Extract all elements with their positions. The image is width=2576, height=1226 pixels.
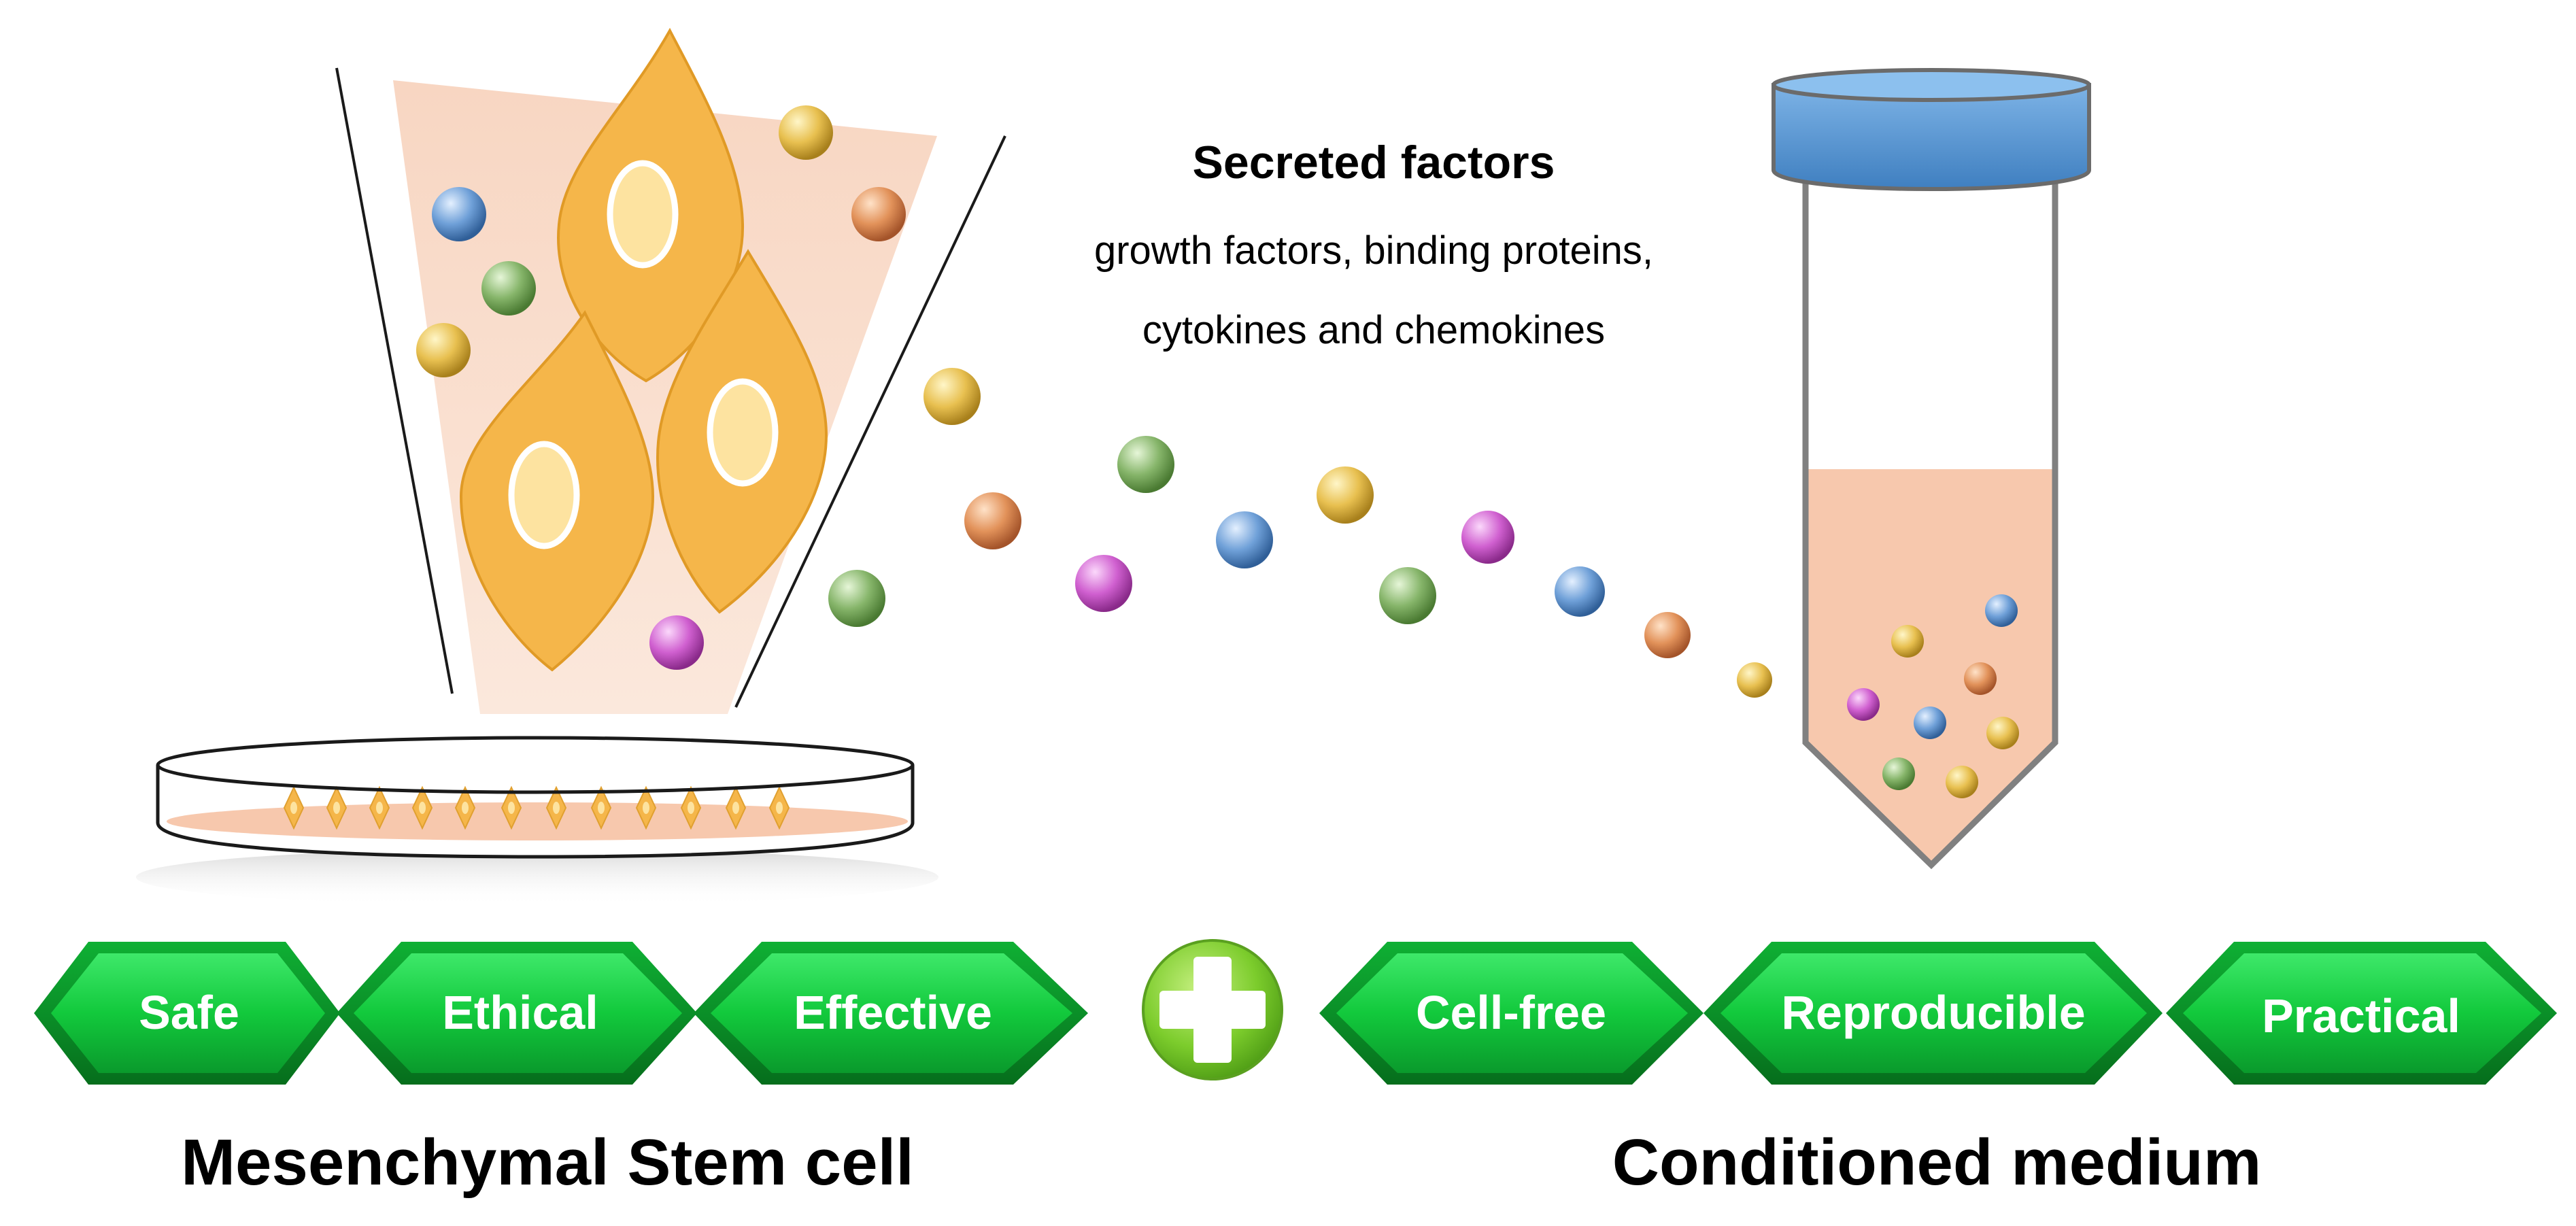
badge-reproducible: Reproducible [1704,942,2163,1085]
factor-particle [1847,688,1880,721]
badge-ethical-label: Ethical [442,986,598,1039]
factor-particle [1555,566,1605,617]
msc-caption: Mesenchymal Stem cell [181,1126,914,1199]
factor-particle [1461,511,1514,564]
dish-medium [167,802,908,840]
factor-particle [1379,567,1436,624]
factor-particle [1964,662,1997,695]
secreted-factors-line2: cytokines and chemokines [1142,308,1605,352]
factor-particle [779,105,833,160]
factor-particle [1986,717,2019,749]
magnify-line-right [734,135,1006,708]
badge-ethical: Ethical [337,942,697,1085]
badge-cell-free-label: Cell-free [1416,986,1606,1039]
factor-particle [1882,757,1915,790]
badge-reproducible-label: Reproducible [1781,986,2085,1039]
badge-practical-label: Practical [2262,989,2460,1042]
factor-particle [1216,511,1273,568]
dish-rim [156,736,915,794]
factor-particle [1946,766,1978,798]
badge-effective: Effective [694,942,1088,1085]
tube-cap [1772,68,2091,192]
factor-particle [923,368,981,425]
stem-cell-left [459,310,655,672]
petri-dish [136,736,938,906]
centrifuge-tube [1772,68,2091,870]
stem-cell-right [656,249,828,614]
factor-particle [964,492,1021,549]
msc-badges: Safe Ethical Effective [34,942,1088,1085]
badge-practical: Practical [2166,942,2557,1085]
dish-cells [283,785,790,830]
stem-cell-top [557,27,745,383]
factor-particle [1075,555,1132,612]
secreted-factors-title: Secreted factors [1193,137,1555,188]
secreted-factors-label: Secreted factors growth factors, binding… [1094,137,1653,352]
badge-safe: Safe [34,942,340,1085]
secreted-factor-stream [828,368,1772,698]
cm-caption: Conditioned medium [1612,1126,2262,1199]
tube-body [1802,180,2058,870]
secreted-factors-line1: growth factors, binding proteins, [1094,228,1653,273]
magnify-line-left [335,67,454,694]
factor-particle [481,261,536,316]
factor-particle [828,570,885,627]
factor-particle [851,187,906,241]
badge-safe-label: Safe [139,986,239,1039]
cm-badges: Cell-free Reproducible Practical [1319,942,2557,1085]
factor-particle [416,323,471,377]
badge-effective-label: Effective [794,986,992,1039]
tube-medium [1806,469,2055,865]
factor-particle [1985,594,2018,627]
factor-particle [1737,662,1772,698]
factor-particle [1644,612,1691,658]
factor-particle [649,615,704,670]
magnified-cell-view [335,27,1006,714]
factor-particle [1317,466,1374,524]
badge-cell-free: Cell-free [1319,942,1704,1085]
factor-particle [1117,436,1174,493]
factor-particle [1914,706,1946,739]
factor-particle [432,187,486,241]
factor-particle [1891,625,1924,658]
plus-icon [1142,939,1283,1080]
